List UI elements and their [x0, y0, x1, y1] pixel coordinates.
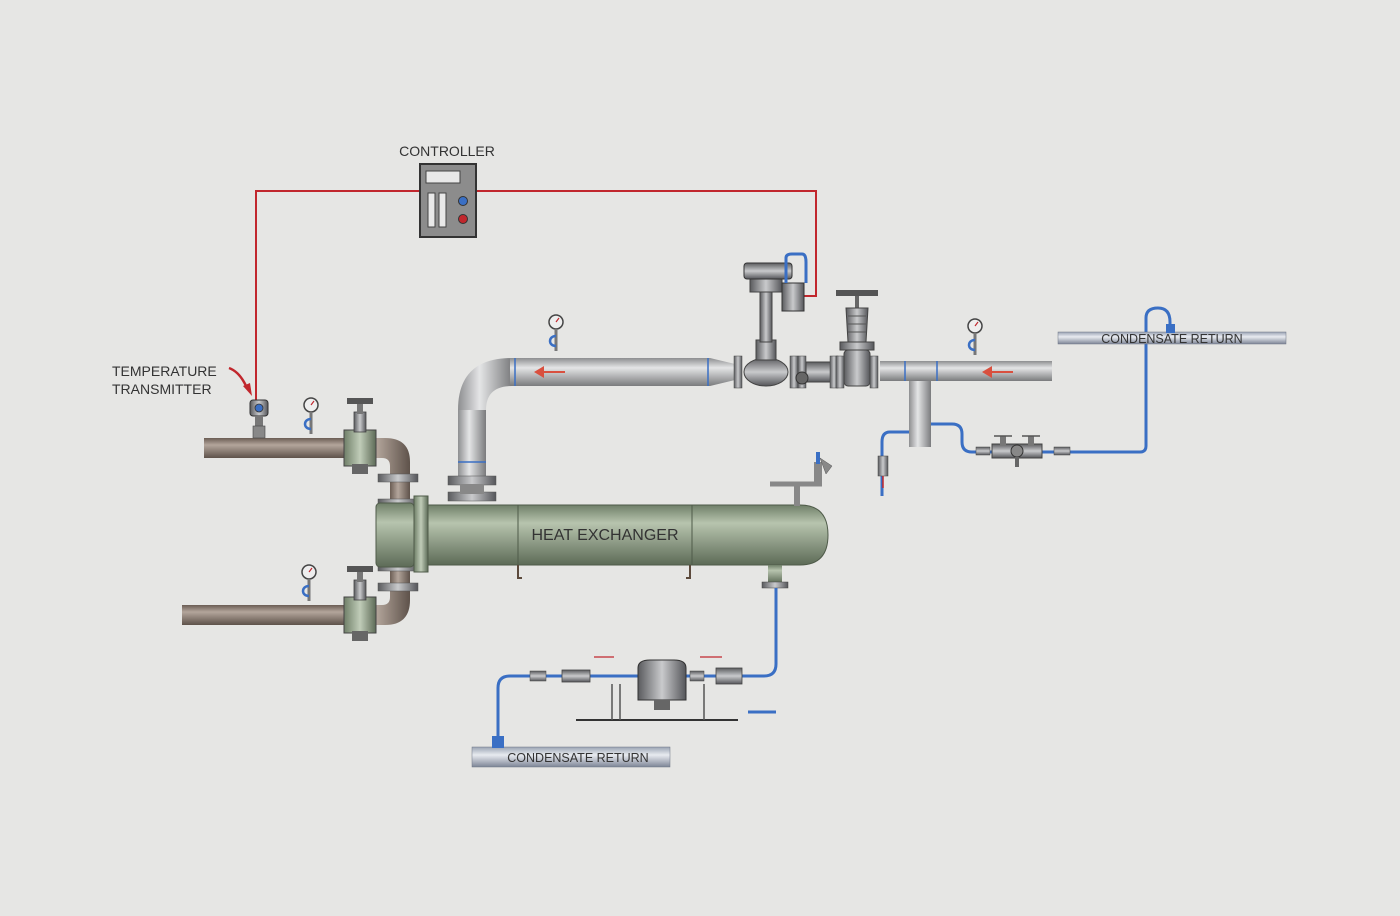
pressure-gauge-icon: [302, 397, 320, 436]
pointer-arrowhead-icon: [243, 383, 252, 396]
drip-trap-assembly: [880, 306, 1172, 496]
condensate-return-top-label: CONDENSATE RETURN: [1101, 332, 1242, 346]
temperature-transmitter-label-line1: TEMPERATURE: [112, 363, 217, 379]
pressure-gauge-icon: [300, 564, 318, 603]
pointer-arrow-icon: [228, 366, 249, 389]
gate-valve-icon[interactable]: [835, 290, 879, 389]
controller-box-icon[interactable]: [419, 163, 477, 238]
process-valve-top-icon[interactable]: [343, 398, 377, 474]
temperature-transmitter-label-line2: TRANSMITTER: [112, 381, 212, 397]
condensate-return-top: [1057, 324, 1287, 345]
control-valve-icon[interactable]: [733, 252, 808, 389]
pressure-gauge-icon: [966, 318, 984, 357]
steam-trap-icon[interactable]: [529, 656, 743, 721]
signal-wiring: [255, 190, 817, 402]
condensate-return-bottom-label: CONDENSATE RETURN: [507, 751, 648, 765]
process-valve-bottom-icon[interactable]: [343, 566, 377, 641]
heat-exchanger-label: HEAT EXCHANGER: [532, 527, 679, 544]
strainer-icon[interactable]: [795, 355, 839, 389]
flow-arrow-icon: [982, 366, 1013, 378]
steam-trap-icon[interactable]: [975, 435, 1071, 467]
test-valve-icon: [877, 455, 889, 488]
pressure-gauge-icon: [547, 314, 565, 353]
temperature-transmitter-icon[interactable]: [249, 399, 269, 439]
heat-exchanger: [375, 452, 833, 589]
condensate-line-bottom: [496, 588, 778, 738]
condensate-return-bottom: [471, 736, 671, 768]
controller-label: CONTROLLER: [399, 143, 495, 159]
flow-arrow-icon: [534, 366, 565, 378]
